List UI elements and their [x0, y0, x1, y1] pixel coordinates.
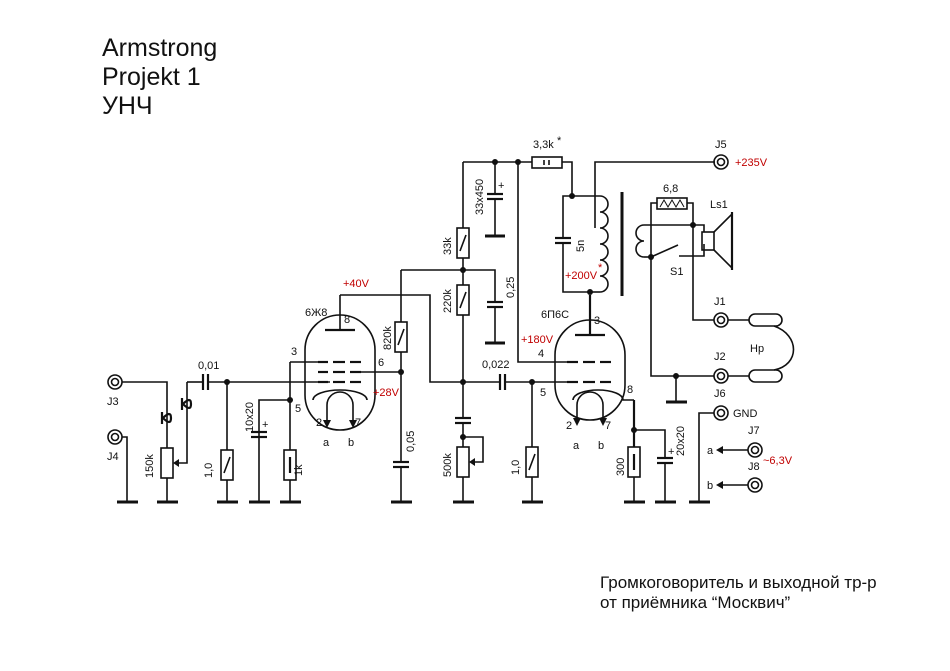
label-150k: 150k [144, 454, 156, 478]
jack-j5: J5 [713, 139, 729, 170]
svg-text:+: + [262, 419, 268, 431]
tube-6zh8: 6Ж8 8 6 2 7 a b [304, 295, 384, 449]
svg-text:b: b [707, 480, 713, 492]
resistor-3-3k [531, 156, 563, 169]
wire-j4 [122, 436, 128, 502]
svg-text:+: + [498, 180, 504, 192]
svg-text:3: 3 [291, 346, 297, 358]
wire-j3 [122, 381, 168, 455]
svg-text:5: 5 [540, 387, 546, 399]
arrow-down-icon [573, 418, 581, 426]
label-c-decouple: 0,25 [505, 277, 517, 298]
svg-text:J6: J6 [714, 388, 726, 400]
label-ls1: Ls1 [710, 199, 728, 211]
arrow-left-icon [716, 446, 723, 454]
jack-j4: J4 [107, 429, 123, 463]
svg-text:J8: J8 [748, 461, 760, 473]
svg-text:+: + [668, 446, 674, 458]
label-r-cathode2: 300 [615, 458, 627, 476]
jack-j6: J6 GND [713, 388, 758, 421]
footnote-line-1: Громкоговоритель и выходной тр-р [600, 573, 877, 592]
label-220k: 220k [442, 289, 454, 313]
potentiometer-150k [160, 447, 174, 479]
arrow-left-icon [716, 481, 723, 489]
label-3-3k: 3,3k [533, 139, 554, 151]
svg-text:*: * [598, 262, 603, 274]
jack-j2: J2 [713, 351, 729, 384]
svg-text:2: 2 [566, 420, 572, 432]
jack-j1: J1 [713, 296, 729, 328]
label-500k: 500k [442, 453, 454, 477]
svg-text:2: 2 [316, 417, 322, 429]
voltage-180v: +180V [521, 334, 554, 346]
title-line-2: Projekt 1 [102, 63, 201, 91]
label-r-grid1: 1,0 [203, 463, 215, 478]
arrow-down-icon [599, 418, 607, 426]
jack-j7: J7 a [707, 425, 763, 458]
svg-text:6: 6 [378, 357, 384, 369]
svg-text:8: 8 [344, 314, 350, 326]
jack-j8: J8 b [707, 461, 763, 493]
svg-text:8: 8 [627, 384, 633, 396]
label-c-filter: 33x450 [474, 179, 486, 215]
headphones-hp: Hp [728, 313, 795, 383]
svg-text:4: 4 [538, 348, 544, 360]
voltage-28v: +28V [373, 387, 400, 399]
svg-text:7: 7 [355, 417, 361, 429]
voltage-40v: +40V [343, 278, 370, 290]
jack-j3-label: J3 [107, 396, 119, 408]
jack-j3: J3 [107, 374, 123, 408]
svg-text:a: a [573, 440, 580, 452]
svg-text:J7: J7 [748, 425, 760, 437]
jack-j4-label: J4 [107, 451, 119, 463]
label-r-grid2: 1,0 [510, 460, 522, 475]
svg-text:J5: J5 [715, 139, 727, 151]
voltage-heater: ~6,3V [763, 455, 793, 467]
label-6-8: 6,8 [663, 183, 678, 195]
svg-text:7: 7 [605, 420, 611, 432]
svg-text:b: b [348, 437, 354, 449]
label-33k: 33k [442, 237, 454, 255]
label-c-cathode2: 20x20 [675, 426, 687, 456]
tube1-name: 6Ж8 [305, 307, 327, 319]
switch-s1 [650, 244, 679, 258]
label-820k: 820k [382, 326, 394, 350]
svg-text:b: b [598, 440, 604, 452]
svg-text:*: * [557, 135, 562, 147]
tube-6p6s: 6П6С 3 8 2 7 a b [541, 295, 634, 452]
svg-text:J1: J1 [714, 296, 726, 308]
arrow-down-icon [349, 420, 357, 428]
wiper-arrow-icon [173, 459, 179, 467]
svg-text:5: 5 [295, 403, 301, 415]
tube2-name: 6П6С [541, 309, 569, 321]
potentiometer-500k [456, 446, 470, 478]
voltage-200v: +200V [565, 270, 598, 282]
transformer-secondary [635, 224, 645, 258]
arrow-down-icon [323, 420, 331, 428]
transformer-primary [599, 195, 609, 293]
wiper-arrow-icon [469, 458, 475, 466]
label-r-cathode1: 1k [293, 464, 305, 476]
svg-text:a: a [323, 437, 330, 449]
label-c-cathode1: 10x20 [244, 402, 256, 432]
svg-text:J2: J2 [714, 351, 726, 363]
speaker-ls1: Ls1 [693, 199, 734, 270]
label-c-anode2: 5n [575, 240, 587, 252]
label-c-screen1: 0,05 [405, 431, 417, 452]
label-gnd: GND [733, 408, 758, 420]
footnote-line-2: от приёмника “Москвич” [600, 593, 791, 612]
svg-text:a: a [707, 445, 714, 457]
label-s1: S1 [670, 266, 683, 278]
label-c-input: 0,01 [198, 360, 219, 372]
title-line-1: Armstrong [102, 34, 218, 62]
voltage-235v: +235V [735, 157, 768, 169]
svg-text:3: 3 [594, 315, 600, 327]
shield-mark [160, 412, 173, 424]
label-hp: Hp [750, 343, 764, 355]
label-c-coupling: 0,022 [482, 359, 510, 371]
title-line-3: УНЧ [102, 92, 153, 120]
